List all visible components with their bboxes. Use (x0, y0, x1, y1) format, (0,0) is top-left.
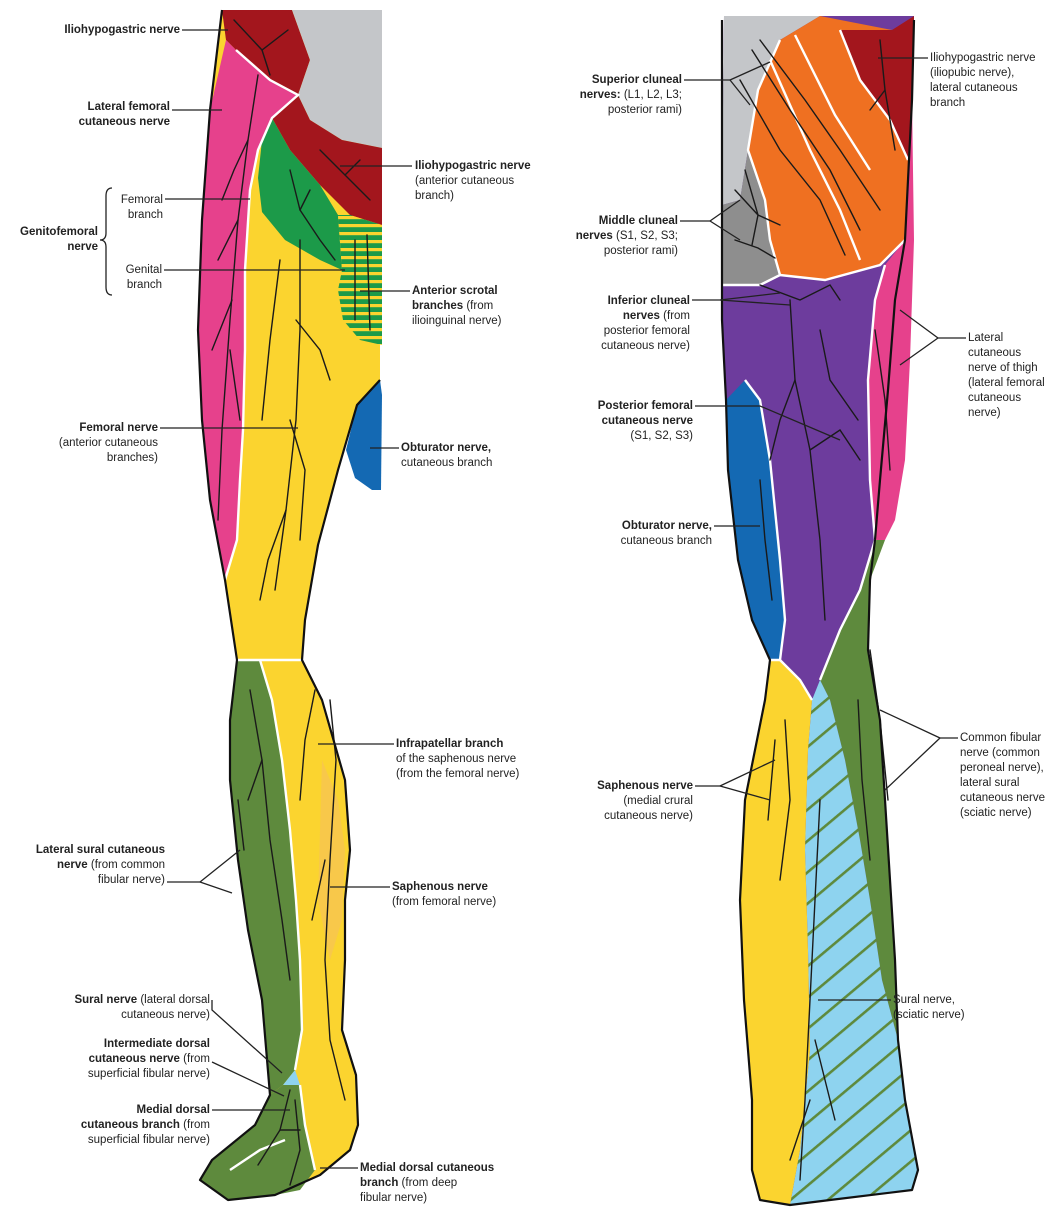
region-saphenous-posterior (740, 660, 812, 1205)
obturator-nerve-posterior-label: Obturator nerve,cutaneous branch (621, 520, 712, 547)
iliohypogastric-anterior-label: Iliohypogastric nerve(anterior cutaneous… (415, 160, 531, 202)
sural-nerve-posterior-label: Sural nerve,(sciatic nerve) (893, 994, 965, 1021)
iliohypogastric-lateral-label: Iliohypogastric nerve(iliopubic nerve),l… (930, 52, 1035, 109)
iliohypogastric-nerve-label: Iliohypogastric nerve (64, 24, 180, 36)
genitofemoral-bracket (100, 188, 112, 295)
posterior-leg (722, 16, 918, 1205)
obturator-nerve-anterior-label: Obturator nerve,cutaneous branch (401, 442, 492, 469)
saphenous-nerve-anterior-label: Saphenous nerve(from femoral nerve) (392, 881, 496, 908)
region-foot-green (200, 1085, 315, 1200)
